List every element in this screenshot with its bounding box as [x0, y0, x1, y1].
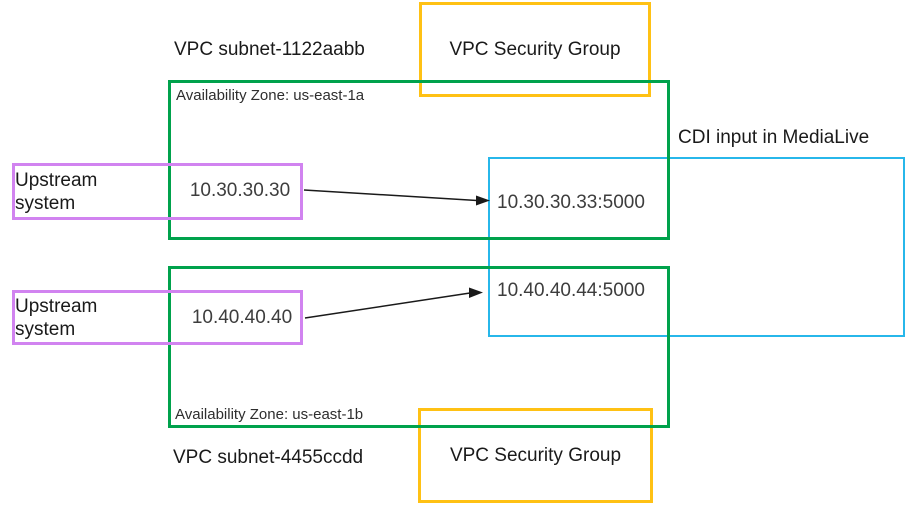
availability-zone-top-label: Availability Zone: us-east-1a	[176, 87, 365, 104]
security-group-box-bottom: VPC Security Group	[418, 408, 653, 503]
upstream-system-top-label: Upstream system	[15, 170, 98, 214]
cdi-endpoint-bottom: 10.40.40.44:5000	[497, 280, 645, 301]
vpc-subnet-box-top	[168, 80, 670, 240]
upstream-system-box-top	[12, 163, 303, 220]
upstream-system-bottom-label: Upstream system	[15, 296, 98, 340]
vpc-subnet-box-bottom	[168, 266, 670, 428]
upstream-top-ip: 10.30.30.30	[189, 180, 291, 201]
security-group-label-top: VPC Security Group	[449, 38, 621, 60]
subnet-bottom-title: VPC subnet-4455ccdd	[173, 447, 364, 468]
security-group-box-top: VPC Security Group	[419, 2, 651, 97]
cdi-endpoint-top: 10.30.30.33:5000	[497, 192, 645, 213]
security-group-label-bottom: VPC Security Group	[449, 444, 622, 466]
cdi-input-title: CDI input in MediaLive	[678, 127, 870, 148]
subnet-top-title: VPC subnet-1122aabb	[174, 39, 365, 60]
upstream-bottom-ip: 10.40.40.40	[191, 307, 293, 328]
cdi-input-box	[488, 157, 905, 337]
availability-zone-bottom-label: Availability Zone: us-east-1b	[175, 406, 364, 423]
upstream-system-box-bottom	[12, 290, 303, 345]
